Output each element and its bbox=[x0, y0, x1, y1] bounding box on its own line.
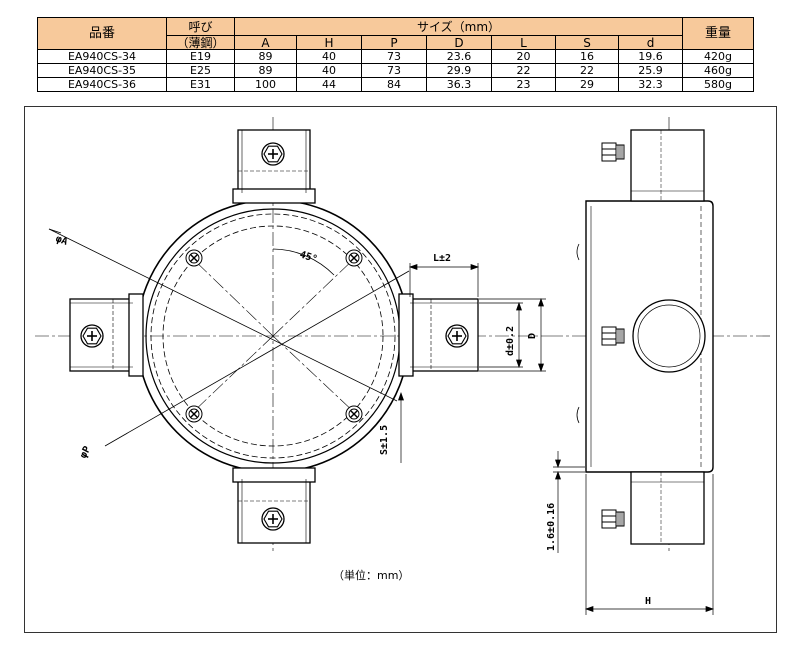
hex-bolt-bottom-icon bbox=[261, 507, 285, 531]
angle-arc bbox=[272, 248, 335, 276]
hex-bolt-top-icon bbox=[261, 142, 285, 166]
spec-table: 品番 呼び サイズ（mm） 重量 （薄鋼） A H P D L S d EA94… bbox=[37, 17, 755, 92]
cell-dim: 25.9 bbox=[617, 63, 684, 78]
cell-dim: 19.6 bbox=[617, 49, 684, 64]
cell-weight: 420g bbox=[682, 49, 755, 64]
cell-size: E19 bbox=[166, 49, 235, 64]
label-s: S±1.5 bbox=[379, 425, 390, 455]
front-view bbox=[35, 117, 549, 553]
side-bolt-icon bbox=[601, 509, 625, 529]
cell-dim: 89 bbox=[234, 63, 297, 78]
cell-dim: 22 bbox=[491, 63, 556, 78]
label-h: H bbox=[645, 596, 651, 607]
side-view bbox=[549, 117, 771, 615]
label-l: L±2 bbox=[433, 253, 451, 264]
body-inner-dashed bbox=[150, 213, 396, 459]
side-bolt-icon bbox=[601, 142, 625, 162]
label-phi-a: φA bbox=[54, 233, 69, 247]
dim-thickness bbox=[553, 451, 585, 553]
cell-dim: 32.3 bbox=[617, 77, 684, 92]
header-weight: 重量 bbox=[682, 17, 755, 50]
label-phi-p: φP bbox=[78, 445, 93, 461]
dim-s bbox=[398, 391, 404, 463]
side-hub-bottom bbox=[630, 471, 705, 545]
header-size: 呼び bbox=[166, 17, 235, 36]
screw-hole-icon bbox=[185, 405, 203, 423]
table-row: EA940CS-34 E19 89 40 73 23.6 20 16 19.6 … bbox=[37, 49, 755, 64]
unit-note: （単位：mm） bbox=[333, 569, 410, 582]
header-part-no: 品番 bbox=[37, 17, 167, 50]
header-size-material: （薄鋼） bbox=[166, 35, 235, 50]
cell-dim: 23 bbox=[491, 77, 556, 92]
label-d-outer: D bbox=[527, 333, 538, 339]
cell-weight: 580g bbox=[682, 77, 755, 92]
cell-size: E31 bbox=[166, 77, 235, 92]
header-dim-s: S bbox=[555, 35, 619, 50]
hex-bolt-left-icon bbox=[80, 324, 104, 348]
drawing-canvas: φA φP 45° L±2 d±0.2 D S±1.5 1.6±0.16 H bbox=[35, 117, 771, 615]
body-inner-dashed-2 bbox=[162, 225, 384, 447]
hub-bottom bbox=[232, 467, 316, 544]
header-dim-a: A bbox=[234, 35, 297, 50]
cell-dim: 100 bbox=[234, 77, 297, 92]
cell-dim: 23.6 bbox=[426, 49, 492, 64]
cell-dim: 73 bbox=[361, 63, 427, 78]
cell-dim: 44 bbox=[296, 77, 362, 92]
cell-dim: 73 bbox=[361, 49, 427, 64]
side-port bbox=[632, 299, 706, 373]
screw-hole-icon bbox=[345, 405, 363, 423]
screw-hole-icon bbox=[345, 249, 363, 267]
screw-hole-icon bbox=[185, 249, 203, 267]
technical-drawing: φA φP 45° L±2 d±0.2 D S±1.5 1.6±0.16 H （… bbox=[24, 106, 777, 633]
cell-dim: 36.3 bbox=[426, 77, 492, 92]
dim-l bbox=[408, 263, 480, 297]
cell-dim: 22 bbox=[555, 63, 619, 78]
cell-part: EA940CS-34 bbox=[37, 49, 167, 64]
cell-part: EA940CS-36 bbox=[37, 77, 167, 92]
header-dim-d-inner: d bbox=[617, 35, 684, 50]
header-dim-p: P bbox=[361, 35, 427, 50]
header-dim-h: H bbox=[296, 35, 362, 50]
header-dim-l: L bbox=[491, 35, 556, 50]
dim-d bbox=[479, 297, 546, 373]
cell-dim: 40 bbox=[296, 49, 362, 64]
cell-weight: 460g bbox=[682, 63, 755, 78]
cell-dim: 84 bbox=[361, 77, 427, 92]
header-dimensions: サイズ（mm） bbox=[233, 17, 684, 36]
side-bolt-icon bbox=[601, 326, 625, 346]
diameter-a-line bbox=[48, 228, 398, 402]
label-thickness: 1.6±0.16 bbox=[546, 503, 557, 551]
header-dim-d-outer: D bbox=[426, 35, 492, 50]
dim-h bbox=[584, 474, 715, 615]
hex-bolt-right-icon bbox=[445, 324, 469, 348]
diameter-p-line bbox=[104, 270, 410, 447]
side-hub-top bbox=[630, 129, 705, 202]
cell-dim: 29.9 bbox=[426, 63, 492, 78]
cell-part: EA940CS-35 bbox=[37, 63, 167, 78]
cell-dim: 29 bbox=[555, 77, 619, 92]
label-d-inner: d±0.2 bbox=[505, 326, 516, 356]
hub-top bbox=[232, 129, 316, 204]
table-row: EA940CS-36 E31 100 44 84 36.3 23 29 32.3… bbox=[37, 77, 755, 92]
cell-dim: 89 bbox=[234, 49, 297, 64]
cell-dim: 40 bbox=[296, 63, 362, 78]
cell-dim: 16 bbox=[555, 49, 619, 64]
cell-size: E25 bbox=[166, 63, 235, 78]
label-45: 45° bbox=[298, 249, 319, 265]
cell-dim: 20 bbox=[491, 49, 556, 64]
table-row: EA940CS-35 E25 89 40 73 29.9 22 22 25.9 … bbox=[37, 63, 755, 78]
